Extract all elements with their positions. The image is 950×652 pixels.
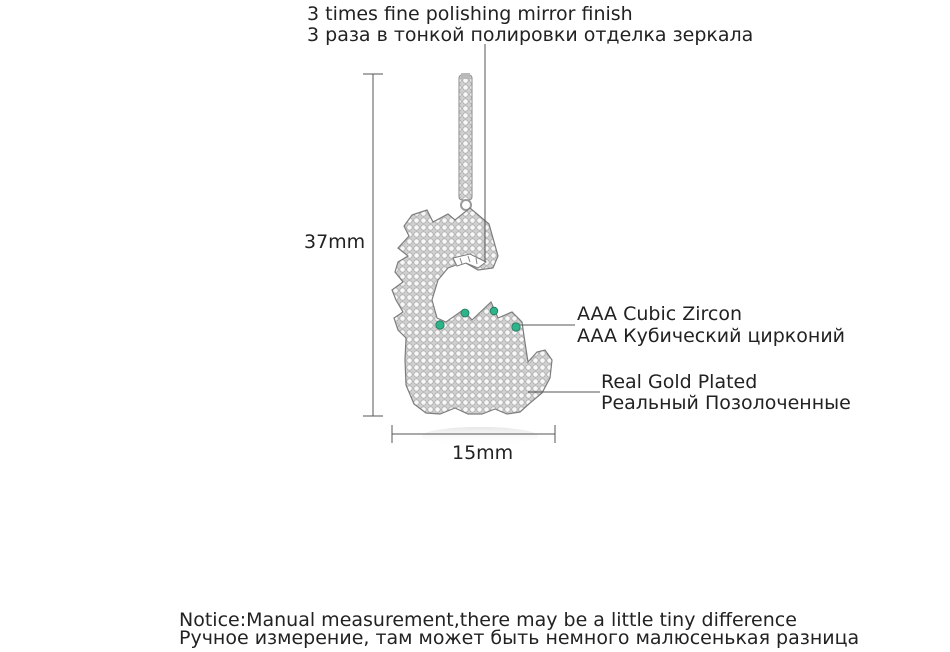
- reflection: [422, 427, 538, 445]
- green-stone: [489, 306, 499, 316]
- green-stone: [435, 320, 445, 330]
- zircon-label-ru: AAA Кубический цирконий: [577, 325, 846, 347]
- dinosaur-body: [391, 207, 553, 415]
- zircon-label-en: AAA Cubic Zircon: [577, 303, 743, 325]
- finish-label-en: 3 times fine polishing mirror finish: [307, 3, 633, 25]
- green-stone: [460, 308, 470, 318]
- hook-bar: [458, 74, 473, 201]
- finish-label-ru: 3 раза в тонкой полировки отделка зеркал…: [307, 24, 754, 46]
- width-dimension-label: 15mm: [452, 442, 514, 464]
- notice-text-ru: Ручное измерение, там может быть немного…: [179, 627, 860, 649]
- plating-label-ru: Реальный Позолоченные: [601, 392, 851, 414]
- green-stone: [511, 322, 521, 332]
- jump-ring: [460, 199, 472, 211]
- plating-label-en: Real Gold Plated: [601, 371, 758, 393]
- notice-text-en: Notice:Manual measurement,there may be a…: [179, 609, 797, 631]
- height-dimension-label: 37mm: [304, 231, 366, 253]
